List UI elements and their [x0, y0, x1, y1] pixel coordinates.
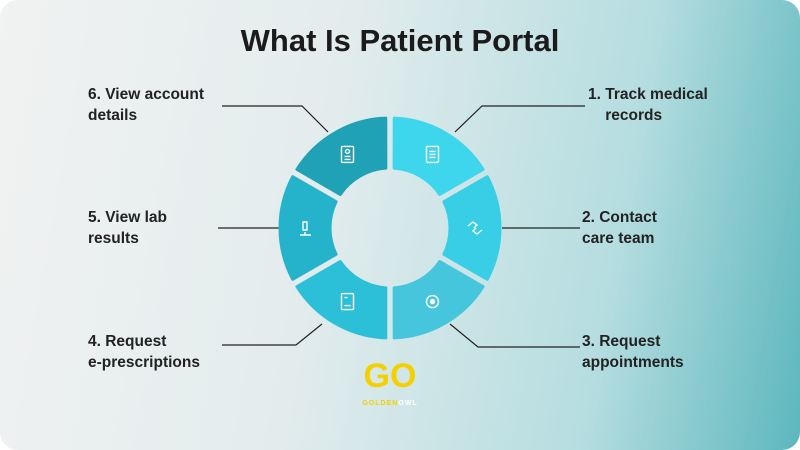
- logo-name-golden: GOLDEN: [362, 400, 399, 407]
- page-title: What Is Patient Portal: [240, 23, 560, 58]
- label-request-e-prescriptions: 4. Request e-prescriptions: [88, 333, 200, 371]
- logo-name-owl: OWL: [398, 400, 418, 407]
- connector-line-6: [222, 105, 329, 133]
- label-track-medical-records: 1. Track medical records: [588, 86, 708, 124]
- golden-owl-logo: GO GOLDENOWL: [340, 356, 440, 409]
- eye-target-icon: [425, 294, 440, 309]
- handshake-icon: [467, 221, 483, 235]
- connector-line-1: [454, 105, 585, 133]
- label-request-appointments: 3. Request appointments: [582, 333, 684, 371]
- label-contact-care-team: 2. Contact care team: [582, 209, 657, 247]
- id-card-icon: [340, 145, 355, 164]
- ring-segment-2: [442, 175, 502, 281]
- logo-name: GOLDENOWL: [340, 399, 440, 409]
- ring-segment-5: [278, 175, 338, 281]
- prescription-icon: [340, 292, 355, 311]
- logo-mark: GO: [363, 357, 417, 395]
- connector-line-3: [449, 323, 580, 348]
- label-view-lab-results: 5. View lab results: [88, 209, 167, 247]
- label-view-account-details: 6. View account details: [88, 86, 205, 124]
- connector-lines: [218, 105, 585, 348]
- connector-line-4: [222, 323, 323, 346]
- document-icon: [425, 145, 440, 164]
- microscope-icon: [300, 221, 311, 236]
